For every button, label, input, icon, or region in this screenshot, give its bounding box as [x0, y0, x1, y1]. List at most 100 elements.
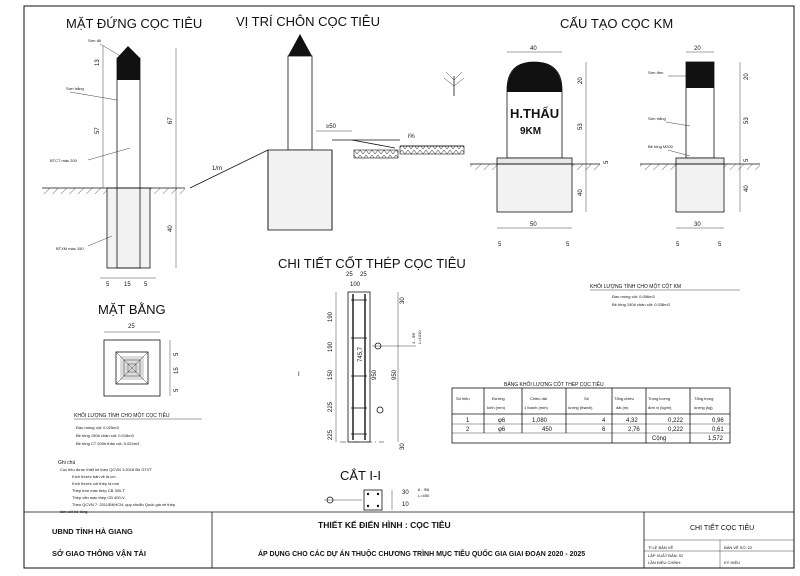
- label-btct: BTCT mác 200: [50, 158, 78, 163]
- km-side-5: 5: [744, 158, 750, 162]
- rebar-section-mark: I: [298, 372, 300, 378]
- th-cell: Số hiệu: [456, 396, 470, 401]
- th-cell: lượng (kg): [694, 405, 713, 410]
- notes: Ghi chú Cọc tiêu được thiết kế theo QCVN…: [58, 460, 176, 514]
- td-cell: 0,96: [712, 418, 724, 424]
- design-title: THIẾT KẾ ĐIỂN HÌNH : CỌC TIÊU: [318, 519, 451, 530]
- notes-heading: Ghi chú: [58, 460, 75, 466]
- td-cell: 0,222: [668, 418, 684, 424]
- note-line: Thép vằn mác thép CB 400-V: [72, 495, 125, 500]
- km-paint-black: Sơn đen: [648, 70, 663, 75]
- dim-67: 67: [168, 117, 174, 124]
- km-dim-50: 50: [530, 222, 537, 228]
- section-bar-len: L=450: [418, 493, 430, 498]
- rebar-bar-len: 745,7: [358, 346, 364, 362]
- th-cell: kính (mm): [487, 405, 506, 410]
- th-cell: dài (m): [616, 405, 629, 410]
- km-side-40: 40: [744, 185, 750, 192]
- km-paint-white: Sơn trắng: [648, 116, 666, 121]
- dim-b5b: 5: [144, 282, 148, 288]
- pile-volume: KHỐI LƯỢNG TÍNH CHO MỘT CỌC TIÊU Đào món…: [74, 411, 202, 446]
- title-block: UBND TỈNH HÀ GIANG SỞ GIAO THÔNG VẬN TẢI…: [24, 511, 794, 568]
- section-bar: 6 - Φ6: [418, 487, 430, 492]
- rebar-v225a: 225: [328, 401, 334, 412]
- symbol-label: KÝ HIỆU: [724, 560, 740, 565]
- section-d10: 10: [402, 502, 409, 508]
- km-volume: KHỐI LƯỢNG TÍNH CHO MỘT CỘT KM Đào móng …: [590, 283, 740, 307]
- scale-label: Tỉ LỆ BẢN VẼ: [648, 545, 673, 550]
- td-cell: φ6: [498, 418, 506, 424]
- slope-label: 1/m: [212, 166, 222, 172]
- rev-label: LẦN ĐIỀU CHỈNH:: [648, 560, 681, 565]
- dim-b5a: 5: [106, 282, 110, 288]
- rebar-stirrup-len: L=1010: [417, 330, 422, 344]
- dim-13: 13: [95, 59, 101, 66]
- km-dim-40top: 40: [530, 46, 537, 52]
- placement-view: VỊ TRÍ CHÔN CỌC TIÊU 1/m ≥50 i%: [189, 14, 465, 231]
- rebar-top25a: 25: [346, 272, 353, 278]
- km-dim-53: 53: [578, 123, 584, 130]
- km-side-5b: 5: [718, 242, 722, 248]
- label-paint-white: Sơn trắng: [66, 86, 84, 91]
- design-subtitle: ÁP DỤNG CHO CÁC DỰ ÁN THUỘC CHƯƠNG TRÌNH…: [258, 548, 585, 558]
- rebar-top25b: 25: [360, 272, 367, 278]
- km-dim-5: 5: [604, 160, 610, 164]
- km-number: 9KM: [520, 126, 541, 137]
- td-cell: 2,76: [628, 427, 640, 433]
- th-cell: Tổng trọng: [694, 396, 713, 401]
- pile-volume-line1: Đào móng cột: 0.025m3: [76, 425, 119, 430]
- km-dim-20: 20: [578, 77, 584, 84]
- plan-w25: 25: [128, 324, 135, 330]
- section-d30: 30: [402, 490, 409, 496]
- dist-label: ≥50: [326, 124, 337, 130]
- rebar-v190b: 190: [328, 341, 334, 352]
- km-volume-line1: Đào móng cột: 0.056m3: [612, 294, 655, 299]
- pile-volume-title: KHỐI LƯỢNG TÍNH CHO MỘT CỌC TIÊU: [74, 411, 170, 419]
- th-cell: Trọng lượng: [648, 396, 670, 401]
- km-side-top: 20: [694, 46, 701, 52]
- td-cell: 1,080: [532, 418, 548, 424]
- note-line: làm cốt bê tông.: [60, 509, 88, 514]
- td-cell: 0,61: [712, 427, 724, 433]
- km-post-view: CẤU TẠO CỌC KM H.THẨU 9KM 40 50 5 5 20 5…: [470, 16, 760, 248]
- km-concrete: Bê tông M200: [648, 144, 674, 149]
- rebar-stirrups: [351, 299, 367, 435]
- plan-h5b: 5: [174, 388, 180, 392]
- date-label: LẬP XUẤT BẢN: 02: [648, 553, 684, 558]
- label-btxm: BTXM mác 150: [56, 246, 84, 251]
- dim-40: 40: [168, 225, 174, 232]
- table-total-value: 1,572: [708, 436, 724, 442]
- td-cell: 450: [542, 427, 553, 433]
- km-dim-5a: 5: [498, 242, 502, 248]
- td-cell: 4,32: [626, 418, 638, 424]
- placement-title: VỊ TRÍ CHÔN CỌC TIÊU: [236, 14, 380, 29]
- th-cell: lượng (thanh): [568, 405, 593, 410]
- dim-b15: 15: [124, 282, 131, 288]
- note-line: Kích thước bản vẽ là cm: [72, 474, 116, 479]
- km-side-bottom: 30: [694, 222, 701, 228]
- km-dim-5b: 5: [566, 242, 570, 248]
- sheet-no: BẢN VẼ SỐ: 22: [724, 545, 753, 550]
- td-cell: 4: [602, 418, 606, 424]
- org-name-1: UBND TỈNH HÀ GIANG: [52, 527, 133, 536]
- section-title: CẮT I-I: [340, 468, 381, 483]
- pile-volume-line3: Bê tông CT 200# thân cột: 0.024m3: [76, 441, 140, 446]
- rebar-v190a: 190: [328, 311, 334, 322]
- km-dim-40: 40: [578, 189, 584, 196]
- td-cell: φ6: [498, 427, 506, 433]
- km-side-20a: 20: [744, 73, 750, 80]
- td-cell: 2: [466, 427, 470, 433]
- th-cell: Chiều dài: [530, 396, 547, 401]
- th-cell: Tổng chiều: [614, 396, 634, 401]
- km-side-53: 53: [744, 117, 750, 124]
- rebar-stirrup: 4 - Φ6: [411, 332, 416, 344]
- rebar-title: CHI TIẾT CỐT THÉP CỌC TIÊU: [278, 256, 466, 271]
- th-cell: đơn vị (kg/m): [648, 405, 672, 410]
- th-cell: Đường: [492, 396, 505, 401]
- org-name-2: SỞ GIAO THÔNG VẬN TẢI: [52, 549, 146, 558]
- section-view: CẮT I-I 30 10 6 - Φ6 L=450: [324, 468, 430, 511]
- km-side-5a: 5: [676, 242, 680, 248]
- pct-label: i%: [408, 134, 415, 140]
- elevation-view: MẶT ĐỨNG CỌC TIÊU Sơn đỏ Sơn trắng BTCT …: [42, 16, 202, 288]
